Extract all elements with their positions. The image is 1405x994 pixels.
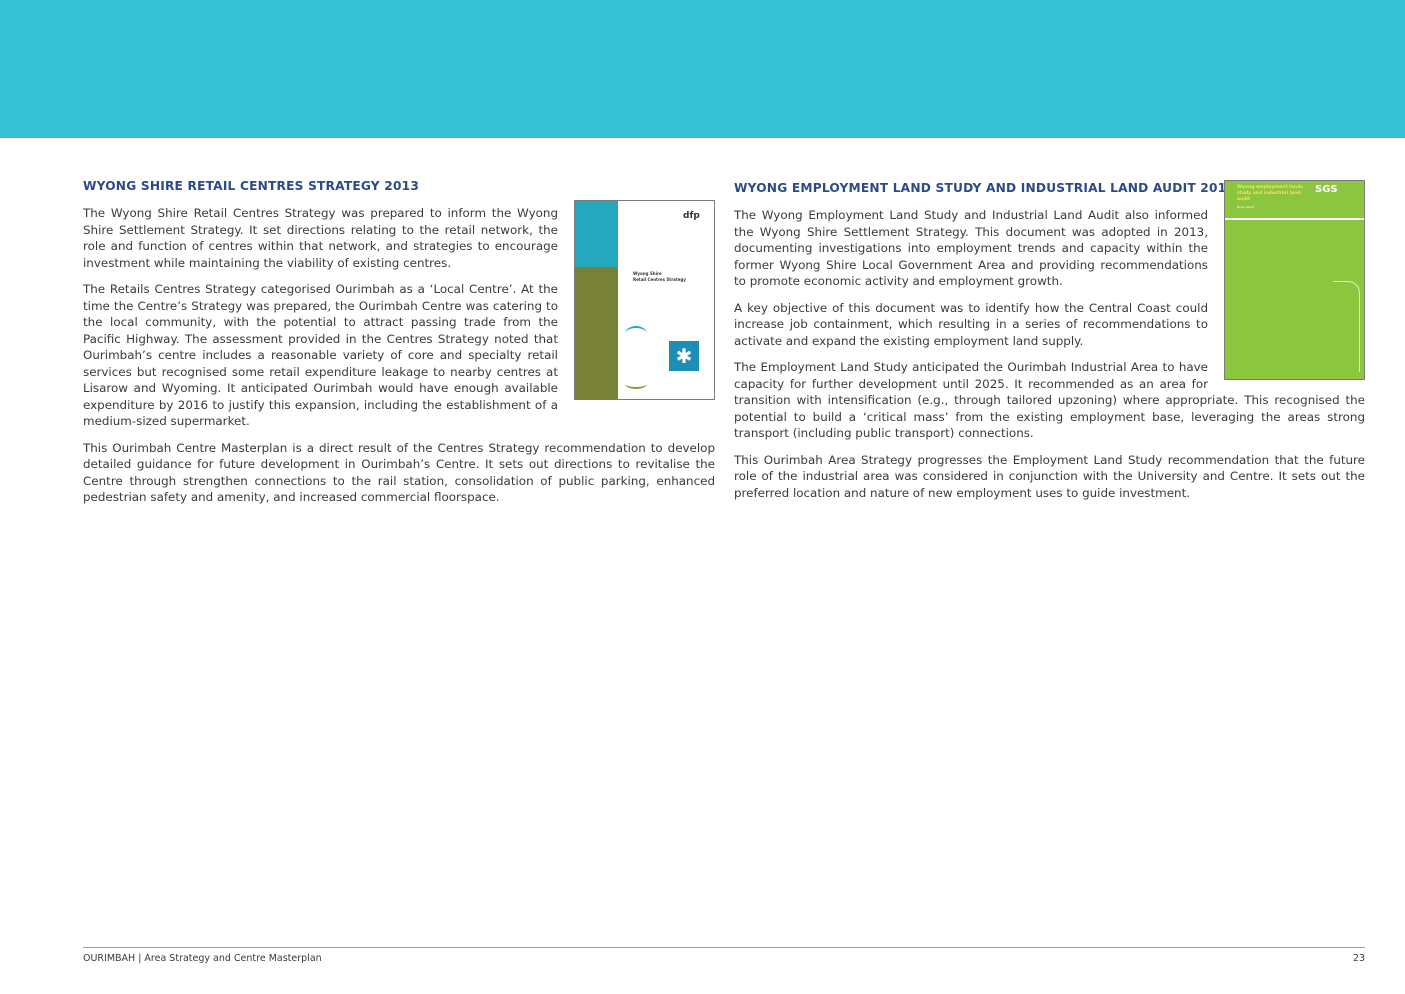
cover-arc-top [625,326,647,342]
right-paragraph-4: This Ourimbah Area Strategy progresses t… [734,452,1365,500]
cover-arc-bottom [625,379,647,389]
council-logo-icon: ✱ [669,341,699,371]
right-column: WYONG EMPLOYMENT LAND STUDY AND INDUSTRI… [734,180,1365,511]
right-paragraph-3: The Employment Land Study anticipated th… [734,360,1365,440]
retail-strategy-cover-image: dfp Wyong Shire Retail Centres Strategy … [574,200,715,400]
retail-strategy-cover: dfp Wyong Shire Retail Centres Strategy … [574,200,715,400]
cover-decorative-lines [1333,281,1360,372]
left-paragraph-3: This Ourimbah Centre Masterplan is a dir… [83,440,715,505]
cover-divider [1225,218,1364,220]
footer-document-title: OURIMBAH | Area Strategy and Centre Mast… [83,953,322,964]
right-heading: WYONG EMPLOYMENT LAND STUDY AND INDUSTRI… [734,181,1235,195]
right-paragraph-2: A key objective of this document was to … [734,300,1208,348]
right-paragraph-1: The Wyong Employment Land Study and Indu… [734,208,1208,288]
cover-title: Wyong Shire Retail Centres Strategy [633,271,686,282]
employment-study-cover: Wyong employment lands study and industr… [1224,180,1365,380]
left-paragraph-1: The Wyong Shire Retail Centres Strategy … [83,206,558,270]
cover-title: Wyong employment lands study and industr… [1237,185,1303,202]
dfp-logo: dfp [683,211,700,221]
header-band [0,0,1405,138]
sgs-logo: SGS [1315,184,1338,195]
left-heading: WYONG SHIRE RETAIL CENTRES STRATEGY 2013 [83,179,419,193]
left-column: WYONG SHIRE RETAIL CENTRES STRATEGY 2013… [83,178,715,516]
cover-olive-block [575,267,618,399]
employment-study-cover-image: Wyong employment lands study and industr… [1224,180,1365,380]
cover-teal-block [575,201,618,267]
cover-subtitle: Final report [1237,205,1255,209]
page-number: 23 [1352,953,1365,964]
footer-divider [83,947,1365,948]
left-paragraph-2: The Retails Centres Strategy categorised… [83,282,558,428]
